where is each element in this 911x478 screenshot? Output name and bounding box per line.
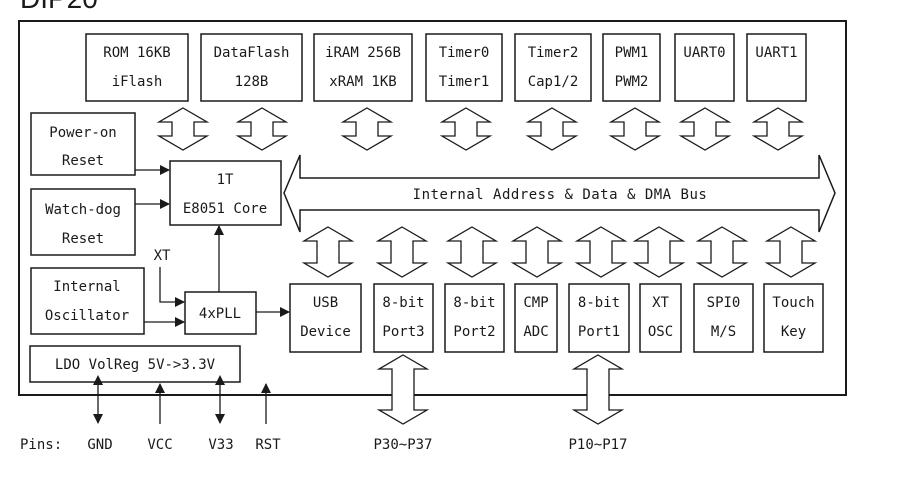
block-spi0-line1: SPI0	[707, 295, 741, 311]
internal-oscillator-block: Internal Oscillator	[30, 267, 145, 335]
block-spi0-line2: M/S	[711, 324, 736, 340]
pin-v33-label: V33	[208, 437, 233, 453]
pins-prefix: Pins:	[20, 437, 62, 453]
block-rom-line1: ROM 16KB	[103, 45, 170, 61]
block-timer2-line1: Timer2	[528, 45, 579, 61]
power-on-reset-line2: Reset	[62, 153, 104, 169]
port3-pin-arrow	[376, 354, 430, 425]
ldo-block: LDO VolReg 5V->3.3V	[29, 345, 241, 383]
block-usb-line2: Device	[300, 324, 351, 340]
power-on-reset-line1: Power-on	[49, 125, 116, 141]
top-blocks: ROM 16KB iFlash DataFlash 128B iRAM 256B xRAM…	[85, 33, 807, 102]
core-line2: E8051 Core	[183, 201, 267, 217]
block-uart0: UART0	[674, 33, 735, 102]
bottom-blocks: USBDevice8-bitPort38-bitPort2CMPADC8-bit…	[289, 283, 824, 353]
block-port2-line1: 8-bit	[453, 295, 495, 311]
bottom-bus-arrow-usb	[301, 226, 355, 278]
block-rom-line2: iFlash	[112, 74, 163, 90]
block-dataflash: DataFlash 128B	[200, 33, 303, 102]
block-ram-line2: xRAM 1KB	[329, 74, 396, 90]
xt-label: XT	[154, 248, 171, 264]
block-dataflash-line1: DataFlash	[214, 45, 290, 61]
block-uart0-line1: UART0	[683, 45, 725, 61]
bottom-bus-arrows	[301, 226, 818, 278]
top-bus-arrow-uart0	[678, 107, 732, 151]
block-usb-line1: USB	[313, 295, 338, 311]
power-on-reset-block: Power-on Reset	[30, 112, 136, 176]
block-timer2-line2: Cap1/2	[528, 74, 579, 90]
block-touchkey-line1: Touch	[772, 295, 814, 311]
bottom-bus-arrow-touchkey	[764, 226, 818, 278]
core-block: 1T E8051 Core	[169, 160, 282, 226]
internal-bus-arrow	[283, 154, 836, 233]
pll-label: 4xPLL	[199, 306, 241, 322]
pll-block: 4xPLL	[184, 291, 257, 335]
bottom-bus-arrow-xt-osc	[632, 226, 686, 278]
block-port1-line1: 8-bit	[578, 295, 620, 311]
block-timer01-line1: Timer0	[439, 45, 490, 61]
bottom-bus-arrow-spi0	[695, 226, 749, 278]
block-touchkey-line2: Key	[781, 324, 806, 340]
chip-boundary	[18, 20, 847, 396]
block-uart1-line1: UART1	[755, 45, 797, 61]
block-dataflash-line2: 128B	[235, 74, 269, 90]
block-cmp-adc-line1: CMP	[523, 295, 548, 311]
block-xt-osc-line1: XT	[652, 295, 669, 311]
top-bus-arrow-pwm	[608, 107, 662, 151]
block-timer01-line2: Timer1	[439, 74, 490, 90]
block-xt-osc-line2: OSC	[648, 324, 673, 340]
top-bus-arrow-ram	[340, 107, 394, 151]
internal-oscillator-line1: Internal	[53, 279, 120, 295]
ldo-label: LDO VolReg 5V->3.3V	[55, 357, 216, 373]
watchdog-reset-block: Watch-dog Reset	[30, 188, 136, 256]
block-rom: ROM 16KB iFlash	[85, 33, 189, 102]
port-arrows	[376, 354, 625, 425]
port1-pin-arrow	[571, 354, 625, 425]
top-bus-arrow-dataflash	[235, 107, 289, 151]
core-line1: 1T	[217, 172, 234, 188]
top-bus-arrow-rom	[156, 107, 210, 151]
block-cmp-adc-line2: ADC	[523, 324, 548, 340]
package-title: DIP20	[20, 0, 98, 14]
bottom-bus-arrow-port2	[445, 226, 499, 278]
watchdog-reset-line1: Watch-dog	[45, 202, 121, 218]
block-xt-osc: XT OSC	[639, 283, 682, 353]
bottom-bus-arrow-port3	[375, 226, 429, 278]
block-port3-line1: 8-bit	[382, 295, 424, 311]
pin-vcc-label: VCC	[147, 437, 172, 453]
xt-to-pll-arrow	[159, 267, 185, 307]
port3-pins-label: P30~P37	[373, 437, 432, 453]
pin-gnd-label: GND	[87, 437, 112, 453]
block-usb: USB Device	[289, 283, 362, 353]
top-bus-arrow-timer01	[439, 107, 493, 151]
block-ram-line1: iRAM 256B	[325, 45, 401, 61]
block-uart1: UART1	[746, 33, 807, 102]
top-bus-arrows	[156, 107, 805, 151]
block-port2-line2: Port2	[453, 324, 495, 340]
bottom-bus-arrow-port1	[574, 226, 628, 278]
pin-rst-label: RST	[255, 437, 281, 453]
top-bus-arrow-uart1	[751, 107, 805, 151]
block-port1-line2: Port1	[578, 324, 620, 340]
watchdog-reset-line2: Reset	[62, 231, 104, 247]
block-port3-line2: Port3	[382, 324, 424, 340]
internal-oscillator-line2: Oscillator	[45, 308, 129, 324]
block-cmp-adc: CMP ADC	[514, 283, 558, 353]
internal-bus-label: Internal Address & Data & DMA Bus	[413, 187, 708, 203]
bottom-bus-arrow-cmp-adc	[510, 226, 564, 278]
block-pwm-line2: PWM2	[615, 74, 649, 90]
port1-pins-label: P10~P17	[568, 437, 627, 453]
block-pwm-line1: PWM1	[615, 45, 649, 61]
top-bus-arrow-timer2	[525, 107, 579, 151]
block-ram: iRAM 256B xRAM 1KB	[313, 33, 413, 102]
